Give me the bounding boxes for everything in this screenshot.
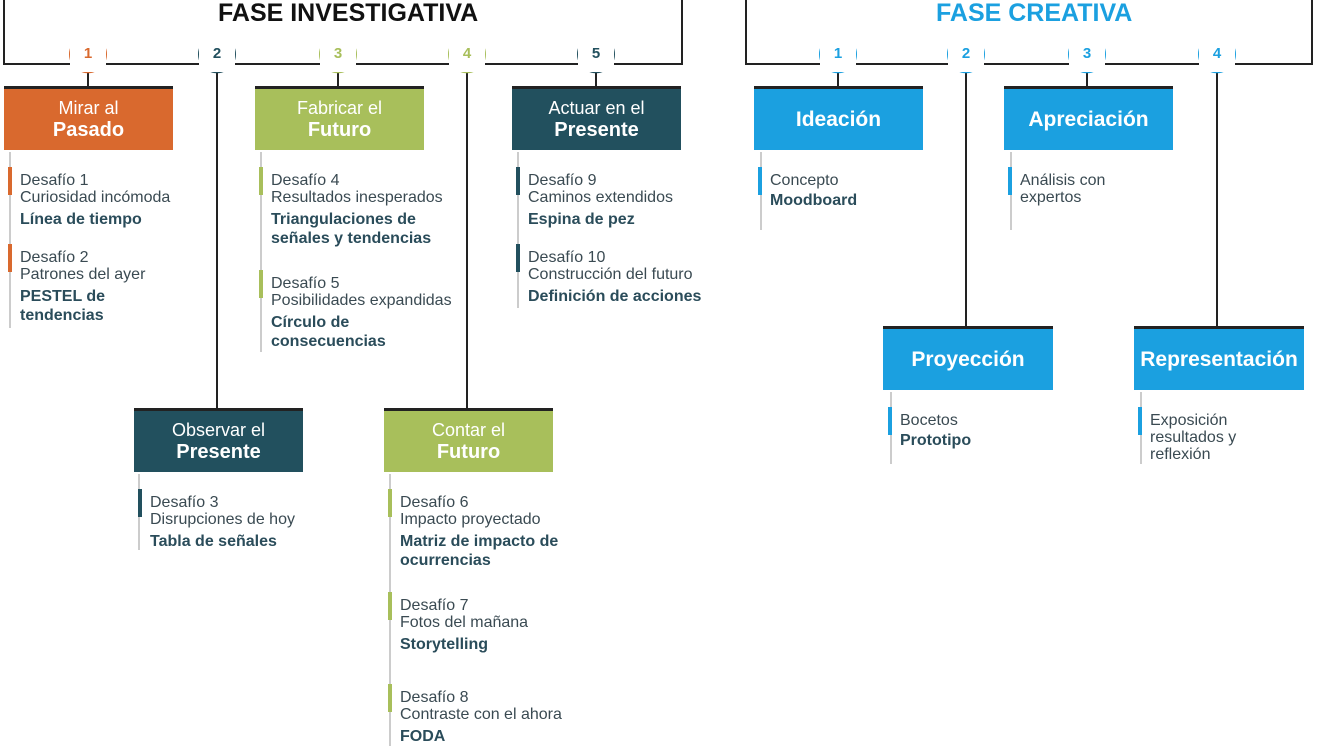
step-box-line1: Actuar en el — [548, 98, 645, 118]
challenge-item: Desafío 5 Posibilidades expandidas Círcu… — [259, 270, 452, 351]
challenge-number: Desafío 3 — [150, 494, 219, 511]
creative-item-text: Concepto — [770, 172, 839, 189]
step-box-fabricar-futuro: Fabricar el Futuro — [255, 86, 424, 150]
challenge-number: Desafío 10 — [528, 249, 606, 266]
creative-item-text: Bocetos — [900, 412, 958, 429]
challenge-title: Resultados inesperados — [271, 189, 443, 206]
challenge-tool: Tabla de señales — [150, 533, 277, 550]
step-box-representacion: Representación — [1134, 326, 1304, 390]
creative-item-text: Exposición resultados y reflexión — [1150, 412, 1237, 463]
challenge-tool: Matriz de impacto de ocurrencias — [400, 533, 559, 569]
challenge-item: Desafío 4 Resultados inesperados Triangu… — [259, 167, 443, 248]
step-box-mirar-pasado: Mirar al Pasado — [4, 86, 173, 150]
creative-item: Concepto Moodboard — [758, 167, 890, 210]
step-box-label: Proyección — [911, 347, 1025, 371]
challenge-tool: Triangulaciones de señales y tendencias — [271, 211, 432, 247]
step-box-line2: Futuro — [436, 441, 501, 463]
step-box-line2: Presente — [176, 441, 261, 463]
challenge-tool: FODA — [400, 728, 446, 745]
creative-step-number-1: 1 — [820, 36, 856, 72]
item-marker — [1138, 407, 1142, 435]
challenge-tool: Espina de pez — [528, 211, 635, 228]
creative-item: Exposición resultados y reflexión — [1138, 407, 1250, 463]
challenge-title: Fotos del mañana — [400, 614, 529, 631]
item-marker — [388, 489, 392, 517]
step-box-ideacion: Ideación — [754, 86, 923, 150]
item-marker — [259, 270, 263, 298]
challenge-number: Desafío 9 — [528, 172, 597, 189]
creative-item-tool: Prototipo — [900, 432, 972, 449]
challenge-title: Contraste con el ahora — [400, 706, 562, 723]
challenge-number: Desafío 2 — [20, 249, 89, 266]
challenge-tool: PESTEL de tendencias — [20, 288, 106, 324]
challenge-item: Desafío 1 Curiosidad incómoda Línea de t… — [8, 167, 190, 229]
challenge-title: Construcción del futuro — [528, 266, 693, 283]
step-number-1: 1 — [70, 36, 106, 72]
item-marker — [1008, 167, 1012, 195]
challenge-tool: Definición de acciones — [528, 288, 702, 305]
creative-item-tool: Moodboard — [770, 192, 858, 209]
challenge-item: Desafío 3 Disrupciones de hoy Tabla de s… — [138, 489, 320, 551]
challenge-number: Desafío 5 — [271, 275, 340, 292]
item-marker — [388, 684, 392, 712]
challenge-title: Caminos extendidos — [528, 189, 673, 206]
item-marker — [516, 244, 520, 272]
investigative-phase-title: FASE INVESTIGATIVA — [210, 0, 484, 28]
creative-item-text: Análisis con expertos — [1020, 172, 1106, 206]
challenge-item: Desafío 9 Caminos extendidos Espina de p… — [516, 167, 718, 229]
challenge-number: Desafío 8 — [400, 689, 469, 706]
item-marker — [138, 489, 142, 517]
step-box-line1: Observar el — [171, 420, 266, 440]
item-marker — [8, 167, 12, 195]
challenge-title: Impacto proyectado — [400, 511, 541, 528]
challenge-number: Desafío 7 — [400, 597, 469, 614]
step-box-proyeccion: Proyección — [883, 326, 1053, 390]
step-box-line1: Fabricar el — [296, 98, 383, 118]
item-marker — [8, 244, 12, 272]
challenge-item: Desafío 8 Contraste con el ahora FODA — [388, 684, 580, 746]
step-number-4: 4 — [449, 36, 485, 72]
item-marker — [758, 167, 762, 195]
challenge-item: Desafío 10 Construcción del futuro Defin… — [516, 244, 728, 306]
step-box-apreciacion: Apreciación — [1004, 86, 1173, 150]
creative-step-number-4: 4 — [1199, 36, 1235, 72]
challenge-number: Desafío 1 — [20, 172, 89, 189]
challenge-item: Desafío 2 Patrones del ayer PESTEL de te… — [8, 244, 146, 325]
step-box-actuar-presente: Actuar en el Presente — [512, 86, 681, 150]
item-marker — [516, 167, 520, 195]
step-number-3: 3 — [320, 36, 356, 72]
step-box-line2: Pasado — [52, 119, 125, 141]
challenge-title: Patrones del ayer — [20, 266, 146, 283]
step-box-line2: Presente — [554, 119, 639, 141]
creative-step-number-3: 3 — [1069, 36, 1105, 72]
step-box-observar-presente: Observar el Presente — [134, 408, 303, 472]
item-marker — [388, 592, 392, 620]
step-box-label: Representación — [1140, 347, 1298, 371]
challenge-item: Desafío 6 Impacto proyectado Matriz de i… — [388, 489, 560, 570]
creative-phase-title: FASE CREATIVA — [928, 0, 1140, 28]
step-box-label: Ideación — [795, 107, 882, 131]
step-number-2: 2 — [199, 36, 235, 72]
step-box-line2: Futuro — [307, 119, 372, 141]
creative-item: Análisis con expertos — [1008, 167, 1120, 206]
challenge-title: Disrupciones de hoy — [150, 511, 295, 528]
challenge-title: Posibilidades expandidas — [271, 292, 452, 309]
step-box-line1: Contar el — [431, 420, 506, 440]
challenge-tool: Círculo de consecuencias — [271, 314, 386, 350]
challenge-number: Desafío 4 — [271, 172, 340, 189]
challenge-item: Desafío 7 Fotos del mañana Storytelling — [388, 592, 570, 654]
item-marker — [259, 167, 263, 195]
step-box-label: Apreciación — [1028, 107, 1149, 131]
item-marker — [888, 407, 892, 435]
challenge-tool: Línea de tiempo — [20, 211, 142, 228]
challenge-tool: Storytelling — [400, 636, 489, 653]
challenge-title: Curiosidad incómoda — [20, 189, 171, 206]
step-number-5: 5 — [578, 36, 614, 72]
creative-step-number-2: 2 — [948, 36, 984, 72]
challenge-number: Desafío 6 — [400, 494, 469, 511]
step-box-contar-futuro: Contar el Futuro — [384, 408, 553, 472]
creative-item: Bocetos Prototipo — [888, 407, 1020, 450]
step-box-line1: Mirar al — [58, 98, 119, 118]
